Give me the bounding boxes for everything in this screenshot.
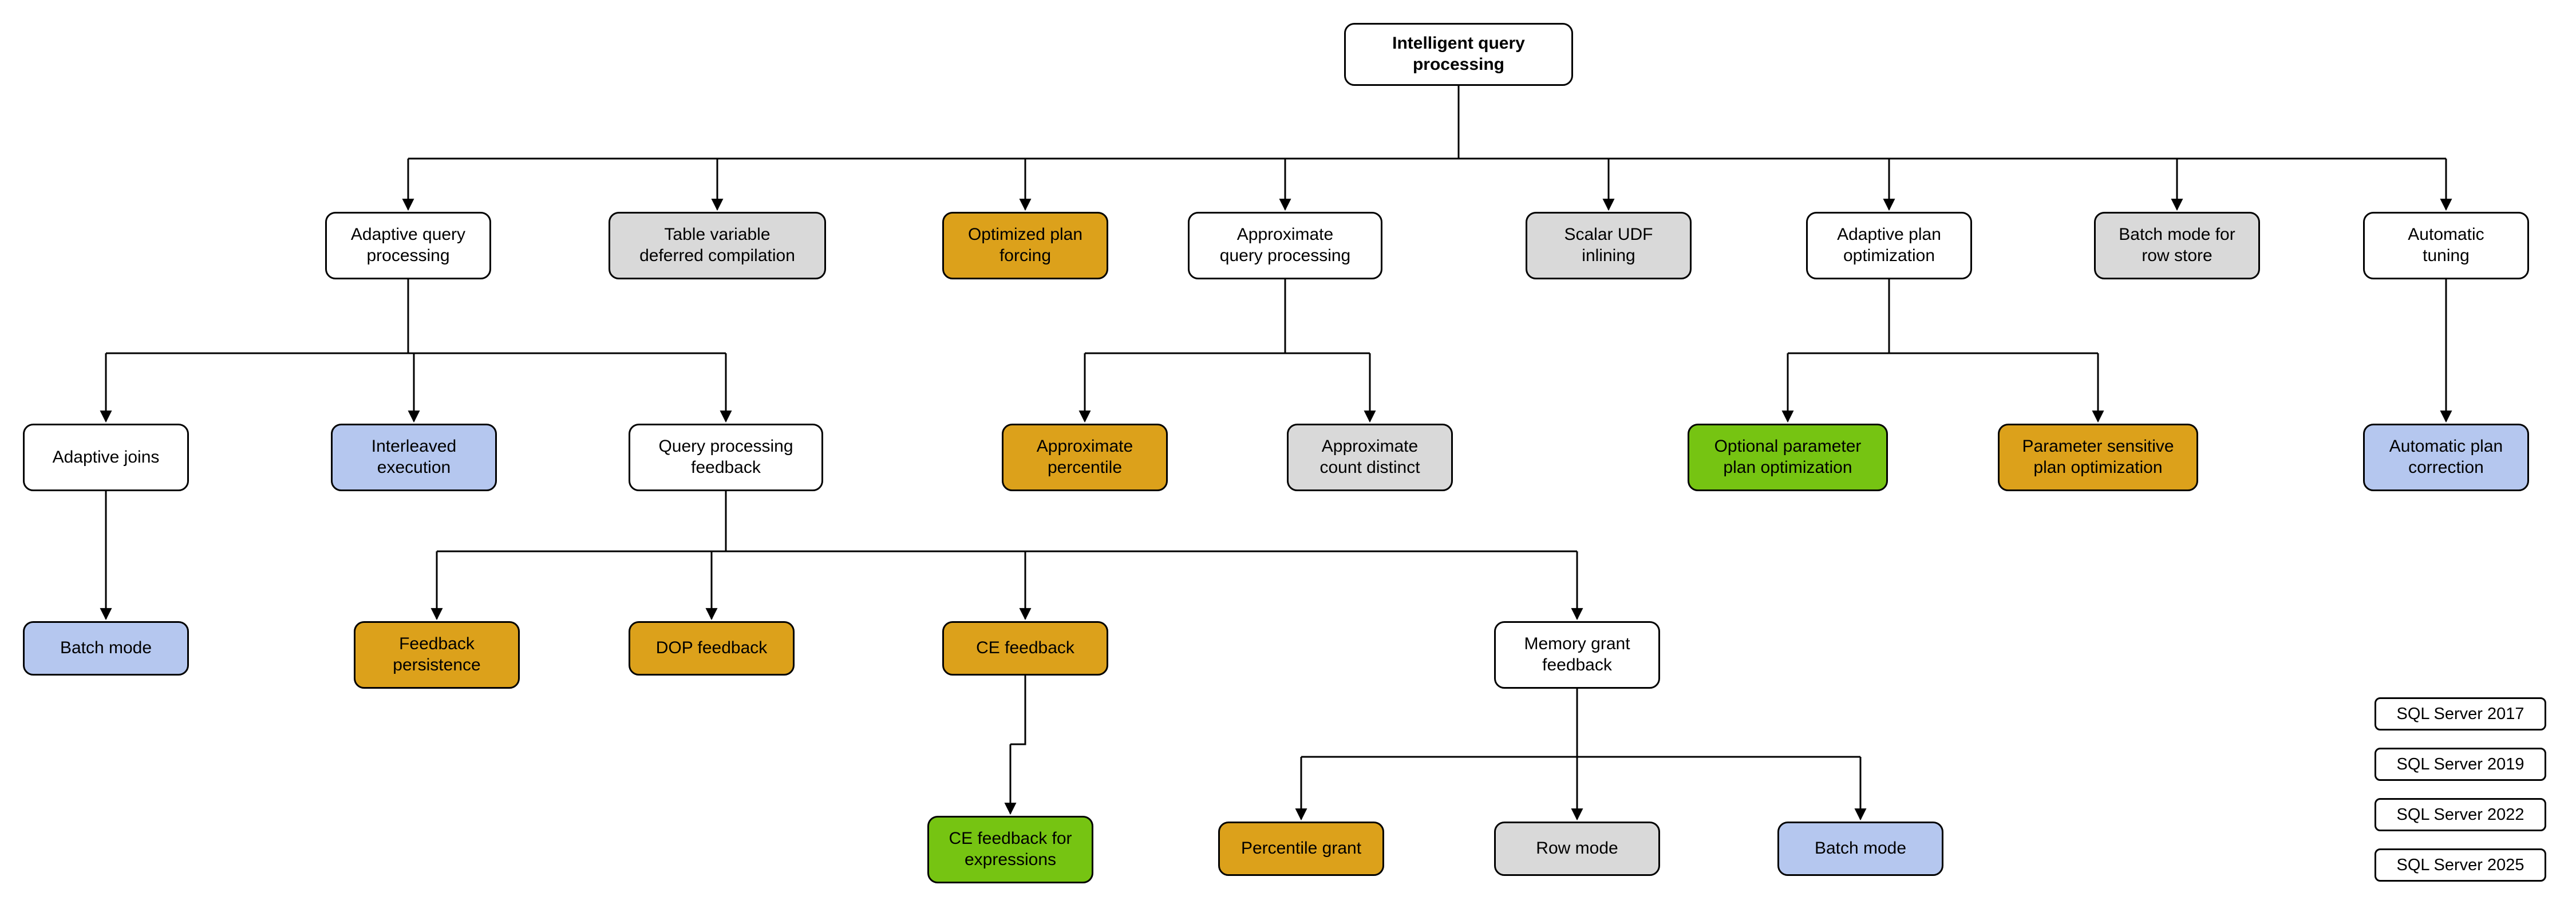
node-ap[interactable]: Approximate percentile: [1002, 424, 1168, 491]
node-rm[interactable]: Row mode: [1494, 822, 1660, 876]
legend-item-sql-server-2017: SQL Server 2017: [2374, 697, 2546, 731]
node-tvdc[interactable]: Table variable deferred compilation: [609, 212, 826, 279]
node-ie[interactable]: Interleaved execution: [331, 424, 497, 491]
node-pspo[interactable]: Parameter sensitive plan optimization: [1998, 424, 2198, 491]
node-bm1[interactable]: Batch mode: [23, 621, 189, 676]
node-ce[interactable]: CE feedback: [942, 621, 1108, 676]
node-apc[interactable]: Automatic plan correction: [2363, 424, 2529, 491]
node-aqp[interactable]: Adaptive query processing: [325, 212, 491, 279]
node-fp[interactable]: Feedback persistence: [354, 621, 520, 689]
node-apo[interactable]: Adaptive plan optimization: [1806, 212, 1972, 279]
node-udf[interactable]: Scalar UDF inlining: [1526, 212, 1692, 279]
node-aj[interactable]: Adaptive joins: [23, 424, 189, 491]
node-bm2[interactable]: Batch mode: [1777, 822, 1943, 876]
node-qpf[interactable]: Query processing feedback: [629, 424, 823, 491]
node-dop[interactable]: DOP feedback: [629, 621, 795, 676]
node-mgf[interactable]: Memory grant feedback: [1494, 621, 1660, 689]
node-cefe[interactable]: CE feedback for expressions: [927, 816, 1093, 883]
node-acd[interactable]: Approximate count distinct: [1287, 424, 1453, 491]
node-bmrs[interactable]: Batch mode for row store: [2094, 212, 2260, 279]
node-at[interactable]: Automatic tuning: [2363, 212, 2529, 279]
edge-bus-ce: [1010, 676, 1026, 745]
node-root[interactable]: Intelligent query processing: [1344, 23, 1573, 86]
node-oppo[interactable]: Optional parameter plan optimization: [1688, 424, 1888, 491]
legend-item-sql-server-2022: SQL Server 2022: [2374, 798, 2546, 831]
node-pg[interactable]: Percentile grant: [1218, 822, 1384, 876]
legend-item-sql-server-2019: SQL Server 2019: [2374, 748, 2546, 781]
node-opf[interactable]: Optimized plan forcing: [942, 212, 1108, 279]
node-apq[interactable]: Approximate query processing: [1188, 212, 1382, 279]
legend-item-sql-server-2025: SQL Server 2025: [2374, 848, 2546, 882]
